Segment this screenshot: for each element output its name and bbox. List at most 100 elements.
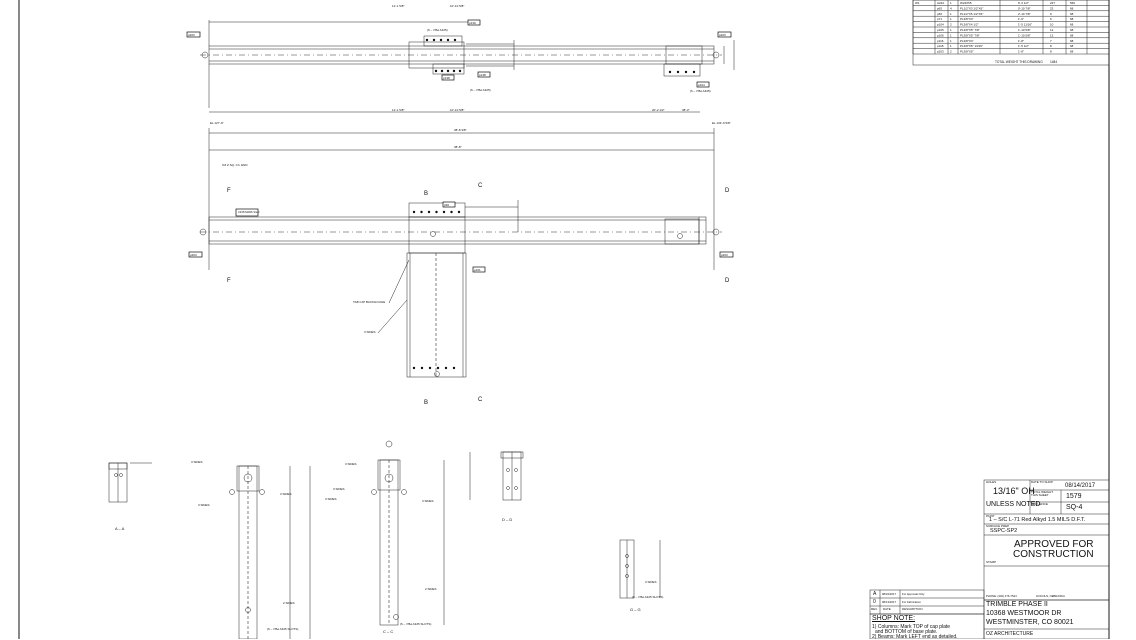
tb-unless-noted: UNLESS NOTED — [986, 501, 1041, 508]
bom-total-value: 1484 — [1050, 60, 1057, 64]
plan-bolt-note: (6 – 7/8ø A325) — [427, 28, 448, 32]
bom-cell: 12 — [1050, 33, 1054, 37]
elev-weld-note: TAB CJP BACKGOUGE — [353, 300, 385, 304]
bolt-mark — [457, 210, 461, 214]
rev-a-desc: For Approval Only — [902, 592, 925, 596]
bom-cell: 68 — [1070, 12, 1074, 16]
shop-note-2: and BOTTOM of base plate. — [875, 629, 938, 635]
bolt-mark — [676, 70, 680, 74]
bolt-mark — [412, 366, 416, 370]
bom-cell: p116 — [937, 39, 944, 43]
bom-cell: 1 — [950, 12, 952, 16]
bom-cell: 1'-10 5/8" — [1018, 33, 1031, 37]
bom-cell: p104 — [937, 23, 944, 27]
bom-cell: 1 — [950, 33, 952, 37]
section-dd-label: D – D — [502, 517, 512, 522]
bom-cell: PL3/8"X4" — [960, 17, 974, 21]
elev-section-d-bot: D — [725, 278, 730, 284]
tb-sequence-label: SEQUENCE — [1031, 502, 1048, 506]
elev-overall: 38'-8 3/8" — [454, 128, 467, 132]
bom-cell: p118 — [937, 44, 944, 48]
gg-sides3: 3 SIDES — [645, 580, 657, 584]
bom-cell: 8 — [1050, 44, 1052, 48]
elev-section-f-top: F — [227, 188, 231, 194]
bolt-mark — [436, 366, 440, 370]
rev-a-id: A — [873, 591, 877, 597]
plan-dim-bot-left: 11'-1 5/8" — [392, 108, 404, 112]
bom-cell: A242 — [937, 1, 944, 5]
plan-bolt-note-3: (6 – 7/8ø A325) — [690, 89, 711, 93]
bom-cell: 7 — [1050, 39, 1052, 43]
cc-sides3c: 3 SIDES — [325, 497, 337, 501]
bom-cell: 1'-8" — [1018, 50, 1024, 54]
bom-cell: PL1/2"X5 1/2"X6" — [960, 12, 983, 16]
elev-member-tag: C4X8 MARK Steel — [238, 210, 260, 214]
elev-section-c-top: C — [478, 183, 483, 189]
elev-section-f-bot: F — [227, 278, 231, 284]
bom-cell: 9 — [1050, 12, 1052, 16]
section-bb: 3 SIDES 3 SIDES 3 SIDES 2 SIDES (6 – 7/8… — [191, 460, 311, 639]
bom-cell: 23 — [1050, 6, 1054, 10]
bom-cell: 1 — [950, 39, 952, 43]
cc-sides2: 2 SIDES — [425, 587, 437, 591]
bolt-mark — [440, 69, 444, 73]
bolt-mark — [420, 366, 424, 370]
plan-view: p203 p203 p139 p138 p138 p104 (6 – 7/8ø … — [186, 4, 735, 113]
bolt-mark — [444, 366, 448, 370]
bom-cell: 1'-10 5/8" — [1018, 28, 1031, 32]
bolt-mark — [428, 366, 432, 370]
bom-cell: PL3/8"X4 1/2" — [960, 23, 979, 27]
bom-cell: 68 — [1070, 17, 1074, 21]
bom-cell: p203 — [937, 50, 944, 54]
tb-contact-city: LINCOLN, NEBRASKA — [1036, 594, 1065, 598]
bolt-mark — [684, 70, 688, 74]
bom-cell: 68 — [1070, 44, 1074, 48]
tb-weight-label: TOTAL WEIGHT THIS SHEET — [1031, 490, 1054, 497]
bolt-mark — [668, 70, 672, 74]
bom-cell: PL1/2"X3 1/2"X6" — [960, 6, 983, 10]
tb-contact-phone: PHONE: (402) 476-7544 — [986, 594, 1017, 598]
bom-cell: 6'-3 1/2" — [1018, 1, 1029, 5]
rev-0-date: 08/13/2017 — [882, 600, 896, 604]
elev-sides-note: 3 SIDES — [364, 330, 376, 334]
bom-total-label: TOTAL WEIGHT THIS DRAWING — [995, 60, 1043, 64]
bom-cell: p105 — [937, 28, 944, 32]
section-aa-label: A – A — [115, 526, 125, 531]
cc-sides3: 3 SIDES — [345, 462, 357, 466]
elevation-view: EL 127'-9" EL 134'-9 5/8" 38'-8 3/8" 38'… — [188, 121, 734, 406]
shop-note-3: 2) Beams: Mark LEFT end as detailed. — [872, 634, 958, 640]
tb-date-label: DATE TO SHOP — [1031, 480, 1054, 484]
plan-right-dim1: 20'-2 1/2" — [652, 108, 665, 112]
bolt-mark — [432, 38, 436, 42]
bolt-mark — [442, 210, 446, 214]
bom-cell: 68 — [1070, 39, 1074, 43]
section-cc: 3 SIDES 3 SIDES 3 SIDES 3 SIDES 2 SIDES … — [325, 440, 445, 634]
rev-0-id: 0 — [873, 599, 876, 605]
rev-header-rev: REV. — [871, 607, 878, 611]
tb-paint-value: 1 – S/C L-71 Red Alkyd 1.5 MILS D.F.T. — [989, 517, 1086, 523]
bom-cell: PL3/8"X5" 13/16" — [960, 44, 983, 48]
bom-cell: W1 — [915, 1, 920, 5]
bom-cell: PL3/8"X5" 7/8" — [960, 33, 980, 37]
tb-project-line2: 10368 WESTMOOR DR — [986, 610, 1062, 617]
bolt-mark — [427, 210, 431, 214]
bom-cell: 12 — [1050, 28, 1054, 32]
bolt-mark — [434, 69, 438, 73]
bom-cell: 1 — [950, 1, 952, 5]
bom-cell: p106 — [937, 33, 944, 37]
bolt-mark — [425, 38, 429, 42]
bom-cell: p71 — [937, 17, 942, 21]
cc-sides3b: 3 SIDES — [333, 487, 345, 491]
rev-header-date: DATE — [883, 607, 891, 611]
section-cc-label: C – C — [383, 629, 393, 634]
bb-sides2: 2 SIDES — [283, 601, 295, 605]
bolt-mark — [452, 366, 456, 370]
shop-note-1: 1) Columns: Mark TOP of cap plate — [872, 624, 951, 630]
bom-cell: 68 — [1070, 33, 1074, 37]
plan-dim-top-right: 10'-10 5/8" — [450, 4, 464, 8]
tb-surface-label: SURFACE PREP — [986, 524, 1010, 528]
bolt-mark — [450, 210, 453, 214]
tb-approved-line1: APPROVED FOR — [1014, 539, 1094, 550]
elev-tag-p203b: p203 — [721, 253, 728, 257]
